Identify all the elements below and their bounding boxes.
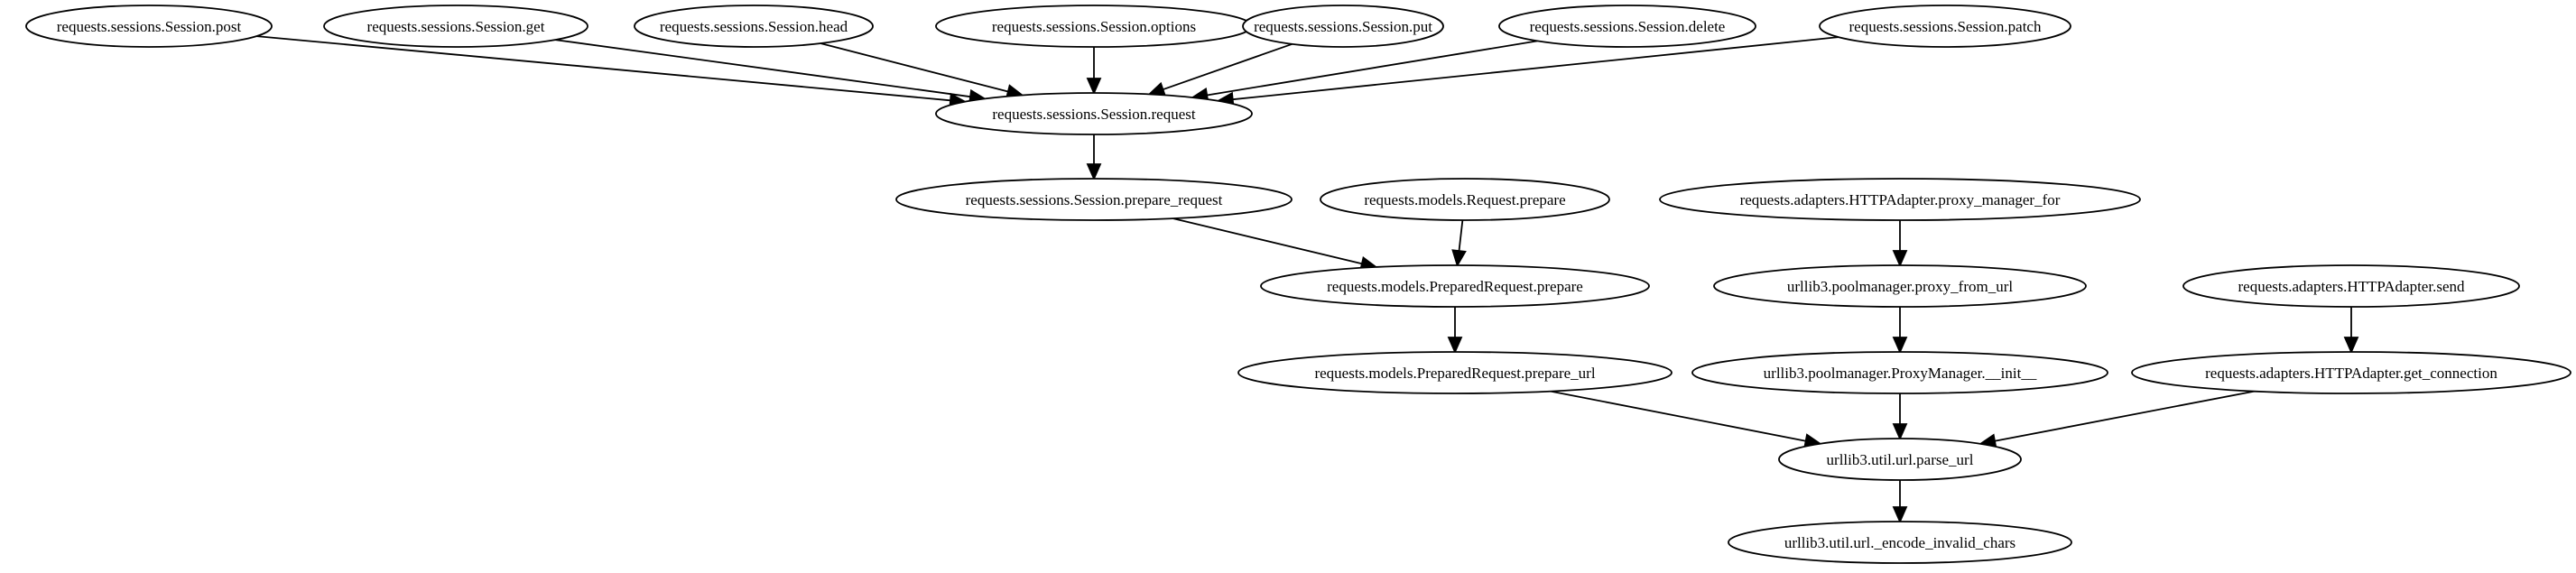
node-ellipse <box>1713 264 2087 308</box>
edge-prepare-request-to-prepared-prepare <box>1172 217 1378 272</box>
node-ellipse <box>1778 438 2022 481</box>
node-delete: requests.sessions.Session.delete <box>1498 5 1756 48</box>
node-head: requests.sessions.Session.head <box>634 5 874 48</box>
node-ellipse <box>1659 178 2141 221</box>
edge-proxymanager-init-to-parse-url <box>1892 393 1908 441</box>
edge-line <box>1232 36 1839 101</box>
arrowhead-icon <box>1086 163 1102 181</box>
node-label: requests.sessions.Session.head <box>660 18 848 35</box>
node-label: requests.models.Request.prepare <box>1364 191 1565 208</box>
node-ellipse <box>1242 5 1444 48</box>
node-ellipse <box>1260 264 1650 308</box>
arrowhead-icon <box>1447 337 1463 355</box>
arrowhead-icon <box>2343 337 2359 355</box>
arrowhead-icon <box>1892 250 1908 268</box>
node-ellipse <box>2182 264 2520 308</box>
arrowhead-icon <box>1451 249 1467 268</box>
node-label: urllib3.poolmanager.ProxyManager.__init_… <box>1764 365 2037 382</box>
edge-line <box>1550 390 1806 442</box>
node-ellipse <box>25 5 273 48</box>
node-label: requests.adapters.HTTPAdapter.get_connec… <box>2205 365 2497 382</box>
node-prepared-prepare: requests.models.PreparedRequest.prepare <box>1260 264 1650 308</box>
node-label: requests.adapters.HTTPAdapter.send <box>2238 278 2465 295</box>
edge-put-to-request <box>1147 42 1293 97</box>
edge-line <box>1458 219 1464 252</box>
node-options: requests.sessions.Session.options <box>935 5 1253 48</box>
node-proxy-manager-for: requests.adapters.HTTPAdapter.proxy_mana… <box>1659 178 2141 221</box>
node-ellipse <box>2131 351 2571 394</box>
edge-options-to-request <box>1086 47 1102 96</box>
node-label: requests.sessions.Session.delete <box>1530 18 1726 35</box>
node-ellipse <box>1819 5 2071 48</box>
edge-line <box>1163 42 1293 91</box>
node-encode-invalid-chars: urllib3.util.url._encode_invalid_chars <box>1728 521 2072 564</box>
arrowhead-icon <box>1086 78 1102 96</box>
edge-line <box>1994 390 2255 442</box>
node-ellipse <box>1498 5 1756 48</box>
edge-request-to-prepare-request <box>1086 134 1102 181</box>
node-label: urllib3.util.url._encode_invalid_chars <box>1784 534 2015 551</box>
edge-patch-to-request <box>1216 36 1839 107</box>
edge-get-to-request <box>554 39 987 105</box>
node-request: requests.sessions.Session.request <box>935 92 1253 135</box>
arrowhead-icon <box>1892 423 1908 441</box>
node-get-connection: requests.adapters.HTTPAdapter.get_connec… <box>2131 351 2571 394</box>
edge-get-connection-to-parse-url <box>1978 390 2255 448</box>
edge-request-prepare-to-prepared-prepare <box>1451 219 1467 268</box>
node-label: requests.sessions.Session.patch <box>1849 18 2042 35</box>
node-ellipse <box>1320 178 1610 221</box>
edge-prepared-prepare-to-prepare-url <box>1447 307 1463 355</box>
node-label: requests.sessions.Session.options <box>992 18 1196 35</box>
node-request-prepare: requests.models.Request.prepare <box>1320 178 1610 221</box>
node-adapter-send: requests.adapters.HTTPAdapter.send <box>2182 264 2520 308</box>
edge-line <box>256 35 951 102</box>
node-post: requests.sessions.Session.post <box>25 5 273 48</box>
node-ellipse <box>1691 351 2108 394</box>
node-label: requests.models.PreparedRequest.prepare_… <box>1314 365 1595 382</box>
node-parse-url: urllib3.util.url.parse_url <box>1778 438 2022 481</box>
arrowhead-icon <box>1892 337 1908 355</box>
edge-parse-url-to-encode-invalid-chars <box>1892 480 1908 524</box>
edge-adapter-send-to-get-connection <box>2343 307 2359 355</box>
edge-prepare-url-to-parse-url <box>1550 390 1822 448</box>
node-ellipse <box>323 5 588 48</box>
edge-line <box>1207 40 1538 97</box>
node-get: requests.sessions.Session.get <box>323 5 588 48</box>
node-label: requests.adapters.HTTPAdapter.proxy_mana… <box>1740 191 2061 208</box>
node-label: urllib3.util.url.parse_url <box>1827 451 1974 468</box>
node-label: urllib3.poolmanager.proxy_from_url <box>1787 278 2014 295</box>
node-proxy-from-url: urllib3.poolmanager.proxy_from_url <box>1713 264 2087 308</box>
node-label: requests.sessions.Session.post <box>57 18 242 35</box>
node-label: requests.sessions.Session.get <box>367 18 545 35</box>
node-label: requests.models.PreparedRequest.prepare <box>1327 278 1583 295</box>
node-label: requests.sessions.Session.request <box>992 106 1196 123</box>
node-label: requests.sessions.Session.prepare_reques… <box>966 191 1223 208</box>
edge-proxy-manager-for-to-proxy-from-url <box>1892 220 1908 268</box>
node-ellipse <box>895 178 1293 221</box>
node-prepare-request: requests.sessions.Session.prepare_reques… <box>895 178 1293 221</box>
edge-proxy-from-url-to-proxymanager-init <box>1892 307 1908 355</box>
node-put: requests.sessions.Session.put <box>1242 5 1444 48</box>
edge-line <box>1172 217 1363 265</box>
node-label: requests.sessions.Session.put <box>1254 18 1432 35</box>
node-patch: requests.sessions.Session.patch <box>1819 5 2071 48</box>
edge-delete-to-request <box>1191 40 1538 103</box>
node-ellipse <box>935 92 1253 135</box>
arrowhead-icon <box>1892 506 1908 524</box>
node-layer: requests.sessions.Session.post requests.s… <box>25 5 2571 564</box>
node-ellipse <box>1237 351 1673 394</box>
edge-line <box>554 39 971 98</box>
node-ellipse <box>634 5 874 48</box>
node-proxymanager-init: urllib3.poolmanager.ProxyManager.__init_… <box>1691 351 2108 394</box>
node-ellipse <box>1728 521 2072 564</box>
edge-line <box>820 42 1009 93</box>
node-prepare-url: requests.models.PreparedRequest.prepare_… <box>1237 351 1673 394</box>
